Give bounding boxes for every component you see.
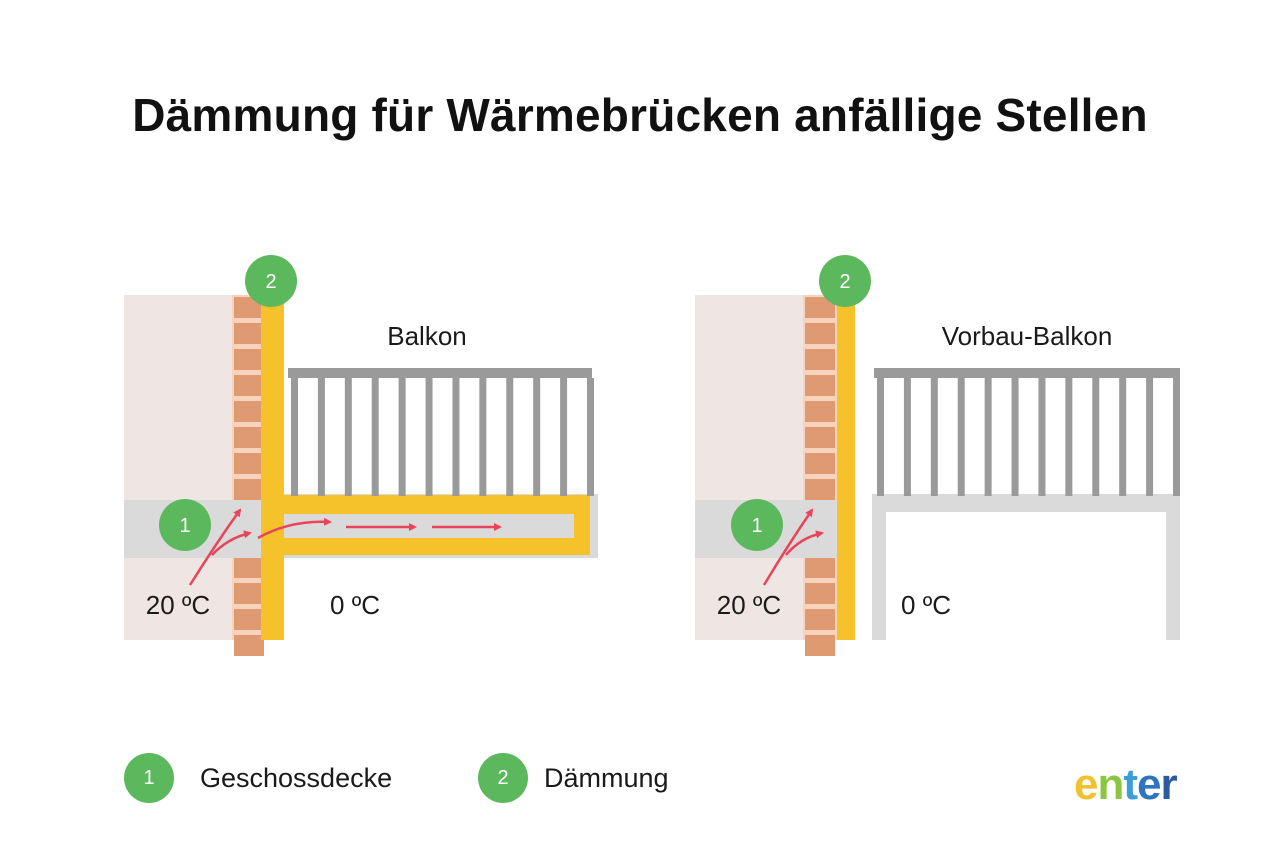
railing-bar <box>291 378 298 496</box>
heat-flow-arrows <box>762 508 824 586</box>
brick <box>805 323 835 344</box>
railing <box>288 368 594 496</box>
railing-bar <box>1146 378 1154 496</box>
brick <box>234 453 264 474</box>
railing-bar <box>479 378 487 496</box>
railing-bar <box>877 378 884 496</box>
railing-bar <box>317 378 325 496</box>
railing-bar <box>398 378 406 496</box>
brick <box>805 297 835 318</box>
heat-flow-arrows <box>188 508 502 586</box>
legend-label: Geschossdecke <box>200 762 393 793</box>
temp-outside: 0 ºC <box>330 590 380 620</box>
brick <box>805 583 835 604</box>
brick <box>805 349 835 370</box>
logo-letter: e <box>1074 760 1099 809</box>
railing-bar <box>452 378 460 496</box>
railing-bar <box>1119 378 1127 496</box>
logo-letter: e <box>1137 760 1162 809</box>
railing-bar <box>1065 378 1073 496</box>
logo-letter: n <box>1097 760 1124 809</box>
railing-bar <box>984 378 992 496</box>
legend-badge: 2 <box>478 753 528 803</box>
brick <box>805 427 835 448</box>
railing-bar <box>1038 378 1046 496</box>
brick <box>234 635 264 656</box>
slab-core <box>284 514 574 538</box>
brick <box>234 323 264 344</box>
railing-bar <box>1011 378 1019 496</box>
brick <box>805 479 835 500</box>
insulation-strip <box>266 295 284 640</box>
panel-label: Vorbau-Balkon <box>942 321 1113 351</box>
legend-item-geschossdecke: 1 Geschossdecke <box>124 752 392 804</box>
railing-bar <box>930 378 938 496</box>
railing-bar <box>533 378 541 496</box>
logo-letter: t <box>1123 760 1138 809</box>
insulation-top <box>266 500 596 514</box>
svg-text:1: 1 <box>179 515 190 537</box>
panel-vorbau-balkon: 2 1 Vorbau-Balkon 20 ºC 0 ºC <box>695 255 1180 656</box>
brick <box>805 635 835 656</box>
svg-text:2: 2 <box>265 271 276 293</box>
enter-logo: enter <box>1074 760 1178 810</box>
railing-bar <box>425 378 433 496</box>
brick <box>234 401 264 422</box>
brick <box>805 557 835 578</box>
brick <box>234 557 264 578</box>
railing-bar <box>1173 378 1180 496</box>
badge-floor: 1 <box>731 499 783 551</box>
insulation-end <box>574 500 590 552</box>
temp-outside: 0 ºC <box>901 590 951 620</box>
panel-balkon: 2 1 Balkon 20 ºC 0 ºC <box>124 255 598 656</box>
brick-wall <box>803 295 837 656</box>
brick <box>234 583 264 604</box>
svg-text:1: 1 <box>751 515 762 537</box>
badge-floor: 1 <box>159 499 211 551</box>
brick <box>805 375 835 396</box>
svg-text:2: 2 <box>839 271 850 293</box>
page-title: Dämmung für Wärmebrücken anfällige Stell… <box>132 89 1148 141</box>
slab-end-cap <box>590 494 598 558</box>
freestanding-frame <box>872 494 1180 640</box>
railing <box>874 368 1180 496</box>
railing-bar <box>903 378 911 496</box>
bricks <box>234 297 264 656</box>
panel-label: Balkon <box>387 321 467 351</box>
brick <box>234 609 264 630</box>
railing-bar <box>344 378 352 496</box>
brick <box>234 375 264 396</box>
railing-bar <box>587 378 594 496</box>
brick <box>805 401 835 422</box>
legend-item-daemmung: 2 Dämmung <box>478 752 669 804</box>
badge-insulation: 2 <box>245 255 297 307</box>
railing-bar <box>560 378 568 496</box>
brick <box>805 453 835 474</box>
brick <box>805 609 835 630</box>
badge-insulation: 2 <box>819 255 871 307</box>
brick <box>234 349 264 370</box>
interior-wall <box>695 295 803 640</box>
legend-badge: 1 <box>124 753 174 803</box>
temp-inside: 20 ºC <box>146 590 210 620</box>
railing-bar <box>1092 378 1100 496</box>
brick <box>234 427 264 448</box>
railing-bar <box>371 378 379 496</box>
brick <box>234 479 264 500</box>
insulation-strip <box>837 295 855 640</box>
railing-bar <box>506 378 514 496</box>
temp-inside: 20 ºC <box>717 590 781 620</box>
bricks <box>805 297 835 656</box>
legend-label: Dämmung <box>544 762 669 793</box>
logo-letter: r <box>1160 760 1178 809</box>
brick-wall <box>232 295 266 656</box>
insulation-bottom <box>266 538 596 552</box>
interior-wall <box>124 295 232 640</box>
railing-bar <box>957 378 965 496</box>
